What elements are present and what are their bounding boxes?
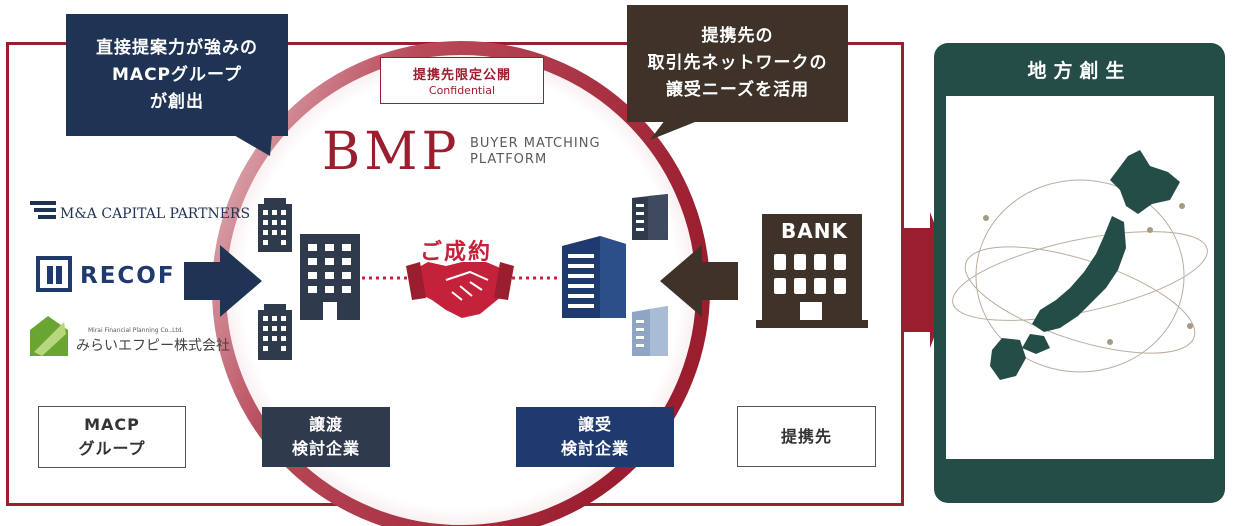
confidential-title: 提携先限定公開 [412, 68, 511, 83]
callout-left-line: MACPグループ [112, 64, 242, 85]
arrow-left-icon [660, 245, 738, 317]
bmp-name-line: BUYER MATCHING [470, 136, 601, 151]
confidential-badge: 提携先限定公開 Confidential [380, 57, 544, 104]
label-line: 譲渡 [308, 415, 343, 434]
arrow-right-icon [184, 245, 262, 317]
label-seller-companies: 譲渡 検討企業 [262, 407, 390, 467]
recof-logo-text: RECOF [80, 263, 176, 289]
label-buyer-companies: 譲受 検討企業 [516, 407, 674, 467]
callout-partner-network: 提携先の 取引先ネットワークの 譲受ニーズを活用 [627, 5, 848, 122]
callout-left-line: 直接提案力が強みの [96, 37, 258, 58]
confidential-subtitle: Confidential [428, 84, 496, 97]
mirai-logo-icon [30, 316, 68, 356]
callout-right-line: 譲受ニーズを活用 [665, 80, 810, 100]
mirai-logo-subtext: Mirai Financial Planning Co.,Ltd. [88, 327, 184, 334]
callout-right-tail [650, 120, 700, 140]
label-line: 提携先 [780, 426, 832, 446]
bmp-logo: BMP [322, 122, 461, 182]
label-macp-group: MACP グループ [38, 406, 186, 468]
macp-logo-icon [30, 201, 56, 219]
label-line: 検討企業 [560, 439, 629, 458]
recof-logo-icon [36, 256, 72, 292]
callout-left-tail [232, 134, 272, 156]
deal-label: ご成約 [420, 240, 493, 265]
bmp-name-line: PLATFORM [470, 152, 548, 167]
label-line: グループ [78, 439, 146, 458]
callout-left-line: が創出 [150, 91, 204, 112]
label-line: MACP [84, 415, 140, 434]
callout-right-line: 取引先ネットワークの [647, 53, 828, 73]
japan-map-icon [990, 150, 1180, 380]
bank-label: BANK [781, 219, 848, 243]
label-partner: 提携先 [737, 406, 876, 467]
bmp-platform-name: BUYER MATCHING PLATFORM [470, 136, 601, 168]
handshake-icon [406, 262, 514, 318]
region-title: 地方創生 [1027, 60, 1132, 82]
callout-right-line: 提携先の [701, 26, 774, 46]
mirai-logo-text: みらいエフピー株式会社 [76, 338, 230, 354]
building-icon [632, 306, 668, 356]
label-line: 譲受 [577, 415, 612, 434]
callout-macp-proposal: 直接提案力が強みの MACPグループ が創出 [66, 14, 288, 136]
macp-logo-text: M&A CAPITAL PARTNERS [60, 206, 251, 222]
label-line: 検討企業 [291, 439, 360, 458]
